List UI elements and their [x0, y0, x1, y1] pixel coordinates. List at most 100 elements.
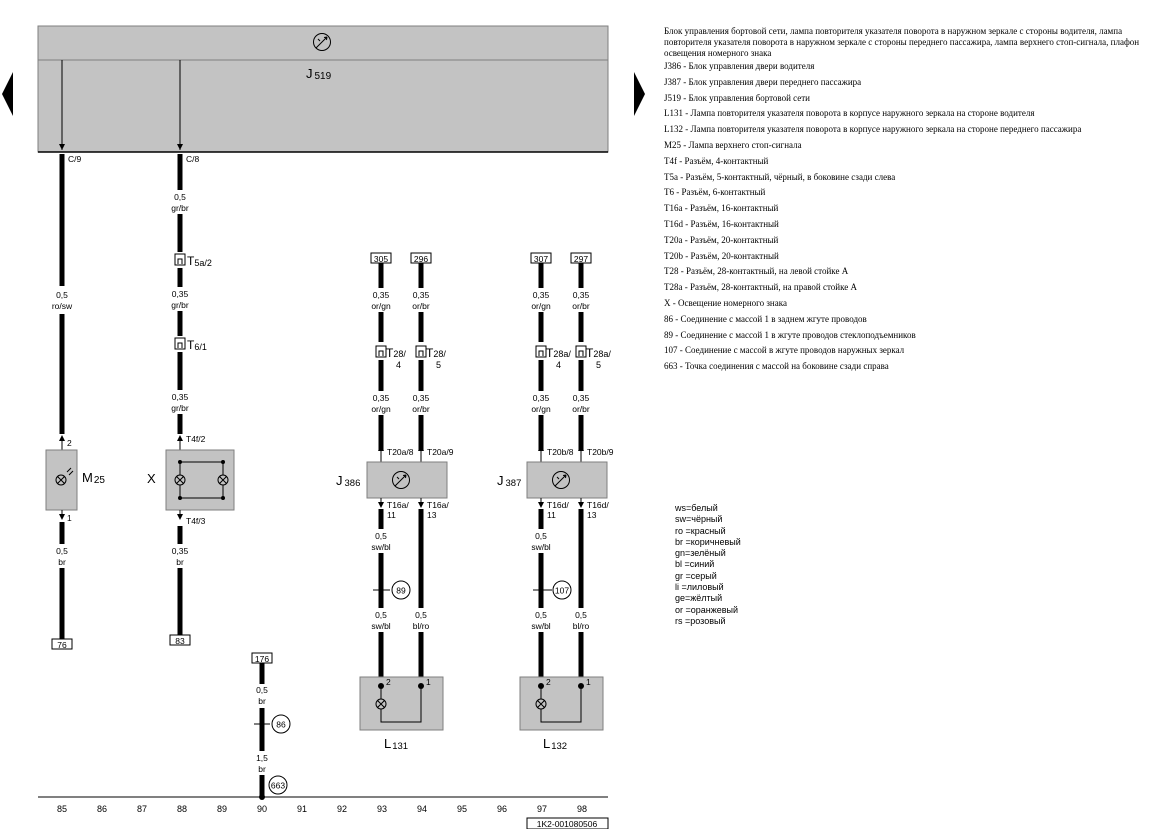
- electronic-module-icon: [392, 471, 410, 489]
- track-number: 95: [457, 804, 467, 814]
- svg-text:or/gn: or/gn: [531, 301, 551, 311]
- legend-item: T20a - Разъём, 20-контактный: [664, 234, 779, 245]
- svg-text:86: 86: [276, 720, 286, 730]
- pin-label: 2: [67, 438, 72, 448]
- svg-text:0,5: 0,5: [535, 610, 547, 620]
- svg-text:0,5: 0,5: [375, 531, 387, 541]
- door-left-circuit: 305 296 0,35 or/gn 0,35 or/br T28/ 4 T28…: [336, 252, 454, 752]
- track-number: 97: [537, 804, 547, 814]
- ref-83: 83: [175, 636, 185, 646]
- svg-text:or/br: or/br: [412, 404, 430, 414]
- ground-node-86: [271, 714, 291, 734]
- legend-item: J386 - Блок управления двери водителя: [664, 61, 815, 71]
- track-number: 88: [177, 804, 187, 814]
- svg-text:sw/bl: sw/bl: [371, 621, 390, 631]
- svg-text:305: 305: [374, 254, 388, 264]
- svg-text:or/br: or/br: [412, 301, 430, 311]
- legend-item: 663 - Точка соединения с массой на боков…: [664, 361, 889, 372]
- wire-sw-bl: [538, 509, 544, 679]
- svg-text:5: 5: [596, 360, 601, 370]
- pin-t20b-8: T20b/8: [547, 447, 574, 457]
- t5a-label: T5a/2: [187, 254, 212, 268]
- svg-text:4: 4: [396, 360, 401, 370]
- wire-br: [59, 522, 65, 639]
- ref-176: 176: [255, 654, 269, 664]
- svg-text:89: 89: [396, 586, 406, 596]
- legend-item: T28 - Разъём, 28-контактный, на левой ст…: [664, 266, 849, 277]
- color-code: or =оранжевый: [675, 604, 739, 615]
- wire-gauge: 0,35: [172, 546, 189, 556]
- track-number: 94: [417, 804, 427, 814]
- wire-bl-ro: [418, 509, 424, 679]
- x-circuit: C/8 0,5 gr/br T5a/2 0,35 gr/br T6/1 0,35…: [147, 154, 235, 646]
- wire-bl-ro: [578, 509, 584, 679]
- j387-housing: [526, 461, 608, 499]
- ground-circuit: 176 0,5 br 86 1,5 br 663: [251, 652, 291, 800]
- x-label: X: [147, 471, 156, 486]
- pin-t20b-9: T20b/9: [587, 447, 614, 457]
- svg-text:T16a/: T16a/: [387, 500, 409, 510]
- svg-text:296: 296: [414, 254, 428, 264]
- ref-76: 76: [57, 640, 67, 650]
- j386-housing: [366, 461, 448, 499]
- track-number: 90: [257, 804, 267, 814]
- svg-text:307: 307: [534, 254, 548, 264]
- track-number: 98: [577, 804, 587, 814]
- lamp-icon: [375, 698, 387, 710]
- legend-item: M25 - Лампа верхнего стоп-сигнала: [664, 139, 802, 150]
- track-number: 86: [97, 804, 107, 814]
- legend-item: 107 - Соединение с массой в жгуте провод…: [664, 345, 905, 356]
- next-page-arrow[interactable]: [634, 72, 645, 116]
- color-code: bl =синий: [675, 559, 715, 570]
- svg-text:0,35: 0,35: [573, 290, 590, 300]
- electronic-module-icon: [552, 471, 570, 489]
- t28a-5-label: T28a/: [586, 346, 611, 360]
- wire-color: gr/br: [171, 403, 189, 413]
- previous-page-arrow[interactable]: [2, 72, 13, 116]
- color-code: br =коричневый: [675, 536, 741, 547]
- legend-item: J387 - Блок управления двери переднего п…: [664, 76, 862, 87]
- wire-color: gr/br: [171, 203, 189, 213]
- ref-box-83: [169, 634, 191, 646]
- lamp-icon: [174, 474, 186, 486]
- pin-t4f-3: T4f/3: [186, 516, 206, 526]
- l132-label: L132: [543, 736, 567, 752]
- svg-text:0,35: 0,35: [373, 393, 390, 403]
- track-number: 91: [297, 804, 307, 814]
- drawing-code: 1K2-001080506: [537, 819, 598, 829]
- lamp-icon: [55, 467, 74, 486]
- svg-text:0,5: 0,5: [375, 610, 387, 620]
- svg-text:297: 297: [574, 254, 588, 264]
- wire-color: gr/br: [171, 300, 189, 310]
- svg-text:0,35: 0,35: [413, 393, 430, 403]
- lamp-icon: [535, 698, 547, 710]
- svg-text:11: 11: [387, 510, 396, 520]
- svg-text:13: 13: [587, 510, 597, 520]
- svg-text:2: 2: [386, 677, 391, 687]
- legend-item: T6 - Разъём, 6-контактный: [664, 187, 766, 198]
- svg-text:0,35: 0,35: [533, 393, 550, 403]
- svg-text:T16d/: T16d/: [587, 500, 609, 510]
- t28a-4-label: T28a/: [546, 346, 571, 360]
- svg-text:663: 663: [271, 781, 285, 791]
- wire-sw-bl: [378, 509, 384, 679]
- track-number: 92: [337, 804, 347, 814]
- wire-color: br: [58, 557, 66, 567]
- wire-color: br: [258, 764, 266, 774]
- track-number: 96: [497, 804, 507, 814]
- svg-text:sw/bl: sw/bl: [371, 542, 390, 552]
- legend-item: T5a - Разъём, 5-контактный, чёрный, в бо…: [664, 171, 896, 182]
- component-legend: Блок управления бортовой сети, лампа пов…: [664, 26, 1144, 377]
- pin-t4f-2: T4f/2: [186, 434, 206, 444]
- ref-box-76: [51, 638, 73, 650]
- svg-text:bl/ro: bl/ro: [413, 621, 430, 631]
- svg-text:or/br: or/br: [572, 301, 590, 311]
- legend-item: T28a - Разъём, 28-контактный, на правой …: [664, 282, 858, 293]
- svg-text:1: 1: [586, 677, 591, 687]
